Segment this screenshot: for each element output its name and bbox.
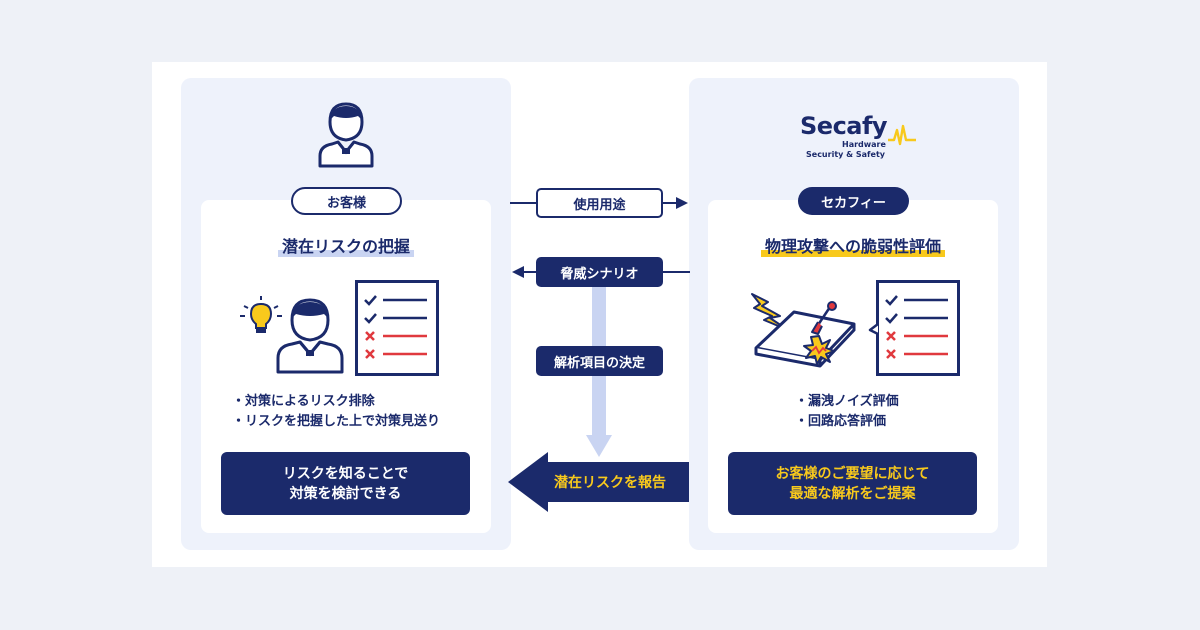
customer-heading: 潜在リスクの把握: [201, 233, 491, 257]
logo-wordmark: Secafy: [800, 112, 888, 140]
lightbulb-icon: [240, 296, 282, 333]
secafy-callout-line-1: お客様のご要望に応じて: [775, 465, 930, 482]
probe-icon: [811, 301, 837, 335]
customer-callout: リスクを知ることで 対策を検討できる: [221, 452, 470, 515]
secafy-logo: Secafy Hardware Security & Safety: [800, 112, 920, 164]
customer-bullet-2: ・リスクを把握した上で対策見送り: [232, 414, 441, 429]
customer-bullet-1: ・対策によるリスク排除: [232, 394, 375, 409]
report-arrow: [508, 452, 689, 512]
threat-scenario-box: 脅威シナリオ: [536, 257, 663, 287]
customer-callout-line-2: 対策を検討できる: [289, 485, 402, 502]
secafy-pill: セカフィー: [798, 187, 909, 215]
secafy-callout-line-2: 最適な解析をご提案: [789, 485, 916, 502]
secafy-checklist-icon: [868, 280, 960, 376]
report-label: 潜在リスクを報告: [554, 475, 666, 491]
secafy-bullet-1: ・漏洩ノイズ評価: [795, 394, 899, 409]
customer-checklist-icon: [355, 280, 439, 376]
usage-label-box: 使用用途: [536, 188, 663, 218]
secafy-bullet-list: ・漏洩ノイズ評価 ・回路応答評価: [795, 392, 899, 432]
customer-callout-line-1: リスクを知ることで: [282, 465, 409, 482]
secafy-heading-text: 物理攻撃への脆弱性評価: [760, 237, 945, 257]
customer-bullet-list: ・対策によるリスク排除 ・リスクを把握した上で対策見送り: [232, 392, 440, 432]
analysis-decision-box: 解析項目の決定: [536, 346, 663, 376]
customer-heading-text: 潜在リスクの把握: [277, 237, 414, 257]
secafy-bullet-2: ・回路応答評価: [795, 414, 887, 429]
secafy-callout: お客様のご要望に応じて 最適な解析をご提案: [728, 452, 977, 515]
logo-subtitle-2: Security & Safety: [806, 150, 886, 159]
spark-burst-icon: [803, 335, 835, 365]
secafy-heading: 物理攻撃への脆弱性評価: [708, 233, 998, 257]
logo-spark-icon: [888, 124, 916, 146]
customer-thinking-person-icon: [276, 298, 344, 374]
logo-subtitle-1: Hardware: [842, 140, 886, 149]
customer-pill: お客様: [291, 187, 402, 215]
customer-person-icon: [318, 102, 374, 168]
